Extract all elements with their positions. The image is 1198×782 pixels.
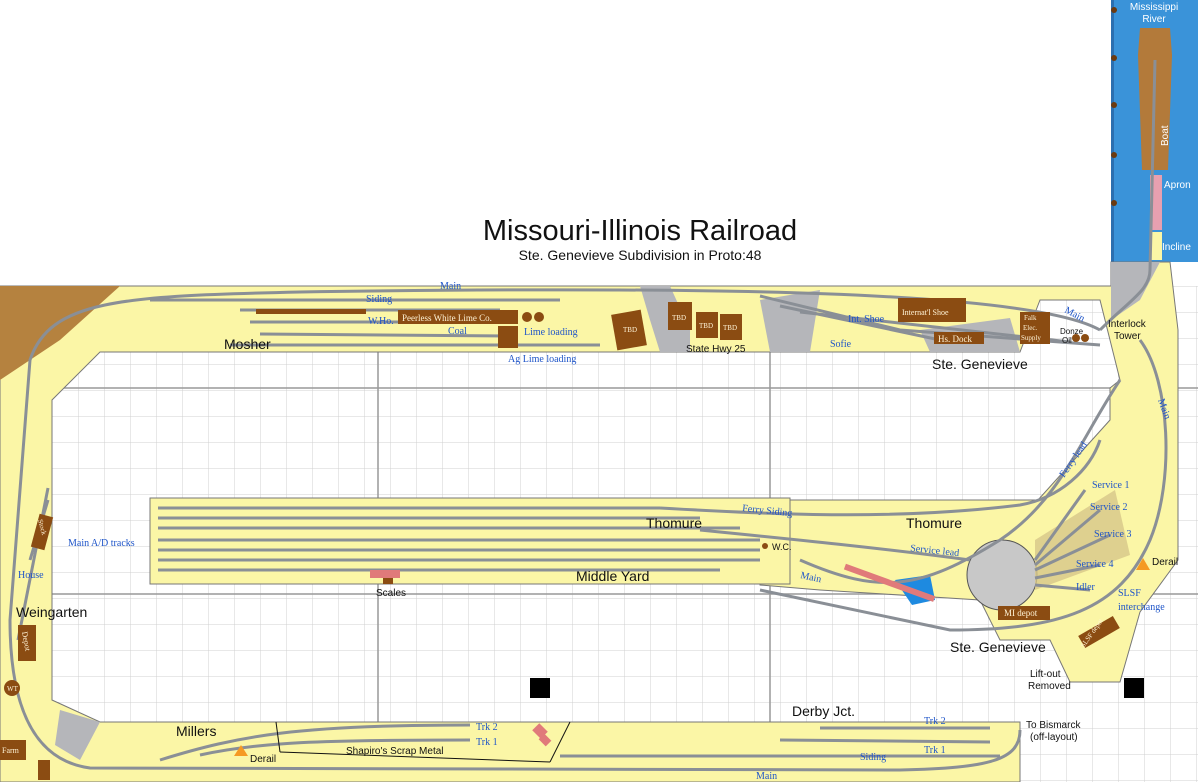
label-service-1: Service 1 xyxy=(1092,480,1130,491)
platform xyxy=(843,563,936,602)
page-subtitle: Ste. Genevieve Subdivision in Proto:48 xyxy=(519,247,762,263)
town-middle-yard: Middle Yard xyxy=(576,568,649,584)
label-stock: Stock xyxy=(36,518,48,536)
town-ste-genevieve-top: Ste. Genevieve xyxy=(932,356,1028,372)
label-donze-1: Donze xyxy=(1060,327,1084,336)
label-falk-3: Supply xyxy=(1021,334,1041,342)
label-interlock-1: Interlock xyxy=(1108,319,1147,330)
label-intl-shoe: Internat'l Shoe xyxy=(902,308,949,317)
label-coal: Coal xyxy=(448,326,467,337)
label-main-top: Main xyxy=(440,281,461,292)
label-trk2-right: Trk 2 xyxy=(924,716,946,727)
label-donze-2: Oil xyxy=(1062,336,1072,345)
label-derail-bottom: Derail xyxy=(250,754,276,765)
label-service-3: Service 3 xyxy=(1094,529,1132,540)
label-wh: W.Ho. xyxy=(368,316,394,327)
label-bismarck-2: (off-layout) xyxy=(1030,732,1078,743)
label-main-bottom: Main xyxy=(756,771,777,782)
derail-right-marker xyxy=(1136,558,1150,570)
column-left xyxy=(530,678,550,698)
town-ste-genevieve-bottom: Ste. Genevieve xyxy=(950,639,1046,655)
label-service-4: Service 4 xyxy=(1076,559,1114,570)
label-service-2: Service 2 xyxy=(1090,502,1128,513)
label-liftout-2: Removed xyxy=(1028,681,1071,692)
label-ferry-siding: Ferry Siding xyxy=(742,503,793,519)
label-farm: Farm xyxy=(2,746,20,755)
label-weingarten-depot: Depot xyxy=(20,631,32,653)
column-right xyxy=(1124,678,1144,698)
label-trk2-left: Trk 2 xyxy=(476,722,498,733)
label-service-lead: Service lead xyxy=(910,543,960,559)
town-weingarten: Weingarten xyxy=(16,604,87,620)
label-scales: Scales xyxy=(376,588,406,599)
town-thomure-right: Thomure xyxy=(906,515,962,531)
label-main-ad: Main A/D tracks xyxy=(68,538,135,549)
label-boat: Boat xyxy=(1160,125,1171,146)
label-derail-right: Derail xyxy=(1152,557,1178,568)
town-mosher: Mosher xyxy=(224,336,271,352)
label-liftout-1: Lift-out xyxy=(1030,669,1061,680)
label-trk1-right: Trk 1 xyxy=(924,745,946,756)
label-main-yard: Main xyxy=(799,570,822,585)
label-slsf-1: SLSF xyxy=(1118,588,1141,599)
derail-bottom-marker xyxy=(234,745,248,756)
page-title: Missouri-Illinois Railroad xyxy=(483,215,797,247)
label-tbd-3: TBD xyxy=(699,322,713,330)
label-state-hwy: State Hwy 25 xyxy=(686,344,746,355)
label-mississippi-1: Mississippi xyxy=(1130,2,1178,13)
turntable xyxy=(966,539,1038,611)
label-falk-2: Elec. xyxy=(1023,324,1037,332)
label-lime-loading: Lime loading xyxy=(524,327,578,338)
label-mi-depot: MI depot xyxy=(1004,608,1038,618)
label-shapiros: Shapiro's Scrap Metal xyxy=(346,746,444,757)
label-wc: W.C. xyxy=(772,542,792,552)
label-wt: WT xyxy=(7,685,19,693)
town-millers: Millers xyxy=(176,723,216,739)
label-tbd-4: TBD xyxy=(723,324,737,332)
label-hs-dock: Hs. Dock xyxy=(938,334,972,344)
town-thomure-left: Thomure xyxy=(646,515,702,531)
label-ag-lime-loading: Ag Lime loading xyxy=(508,354,576,365)
label-siding-top: Siding xyxy=(366,294,392,305)
label-falk-1: Falk xyxy=(1024,314,1037,322)
scale-track xyxy=(370,570,400,578)
label-slsf-2: interchange xyxy=(1118,602,1165,613)
label-peerless: Peerless White Lime Co. xyxy=(402,313,492,323)
label-incline: Incline xyxy=(1162,242,1191,253)
label-mississippi-2: River xyxy=(1142,14,1166,25)
label-siding-bottom: Siding xyxy=(860,752,886,763)
town-derby-jct: Derby Jct. xyxy=(792,703,855,719)
label-tbd-2: TBD xyxy=(672,314,686,322)
label-trk1-left: Trk 1 xyxy=(476,737,498,748)
label-house: House xyxy=(18,570,44,581)
label-apron: Apron xyxy=(1164,180,1191,191)
label-idler: Idler xyxy=(1076,582,1096,593)
label-tbd-1: TBD xyxy=(623,326,637,334)
label-interlock-2: Tower xyxy=(1114,331,1141,342)
industry-buildings xyxy=(0,298,1120,780)
label-bismarck-1: To Bismarck xyxy=(1026,720,1081,731)
label-sofie: Sofie xyxy=(830,339,852,350)
label-int-shoe: Int. Shoe xyxy=(848,314,885,325)
